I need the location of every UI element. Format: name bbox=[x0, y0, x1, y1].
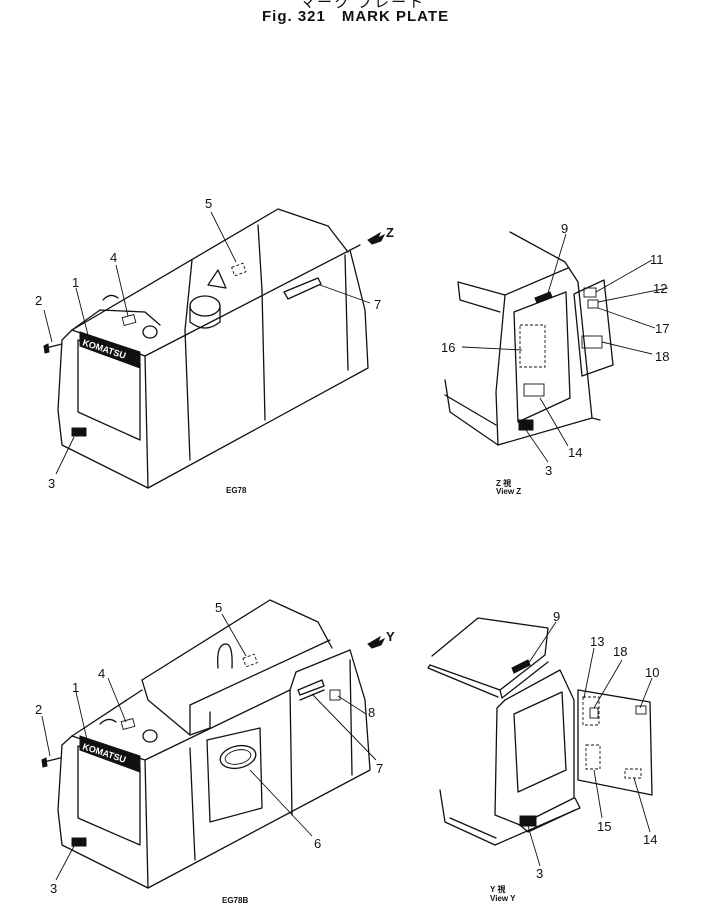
view-1-machine: KOMATSU bbox=[43, 208, 386, 489]
callout-2: 2 bbox=[35, 293, 42, 308]
callout-4c: 4 bbox=[98, 666, 105, 681]
figure-title: Fig. 321 MARK PLATE bbox=[262, 8, 465, 25]
view-4-machine bbox=[427, 617, 653, 867]
callout-18: 18 bbox=[655, 349, 669, 364]
direction-z: Z bbox=[386, 225, 394, 240]
callout-9: 9 bbox=[561, 221, 568, 236]
callout-4: 4 bbox=[110, 250, 117, 265]
callout-3b: 3 bbox=[545, 463, 552, 478]
figure-name: MARK PLATE bbox=[341, 8, 450, 25]
callout-18d: 18 bbox=[613, 644, 627, 659]
view-2-machine bbox=[444, 231, 669, 463]
callout-7: 7 bbox=[374, 297, 381, 312]
callout-15: 15 bbox=[597, 819, 611, 834]
callout-3c: 3 bbox=[50, 881, 57, 896]
callout-6: 6 bbox=[314, 836, 321, 851]
view-1-code: EG78 bbox=[226, 486, 247, 495]
callout-7c: 7 bbox=[376, 761, 383, 776]
callout-14d: 14 bbox=[643, 832, 657, 847]
figure-number: Fig. 321 bbox=[262, 8, 326, 25]
callout-17: 17 bbox=[655, 321, 669, 336]
callout-12: 12 bbox=[653, 281, 667, 296]
view-3-code: EG78B bbox=[222, 896, 248, 905]
view-z-label: Z 視 bbox=[496, 478, 511, 488]
callout-3: 3 bbox=[48, 476, 55, 491]
callout-8: 8 bbox=[368, 705, 375, 720]
callout-16: 16 bbox=[441, 340, 455, 355]
callout-14: 14 bbox=[568, 445, 582, 460]
callout-2c: 2 bbox=[35, 702, 42, 717]
callout-5: 5 bbox=[205, 196, 212, 211]
callout-5c: 5 bbox=[215, 600, 222, 615]
view-y-label: Y 視 bbox=[490, 884, 505, 894]
callout-13: 13 bbox=[590, 634, 604, 649]
view-3-machine: KOMATSU bbox=[41, 599, 386, 889]
callout-11: 11 bbox=[650, 252, 664, 267]
callout-1c: 1 bbox=[72, 680, 79, 695]
direction-y: Y bbox=[386, 629, 395, 644]
callout-3d: 3 bbox=[536, 866, 543, 881]
view-y-caption: View Y bbox=[490, 894, 516, 903]
callout-10: 10 bbox=[645, 665, 659, 680]
callout-9d: 9 bbox=[553, 609, 560, 624]
callout-1: 1 bbox=[72, 275, 79, 290]
view-z-caption: View Z bbox=[496, 487, 521, 496]
title-japanese: マーク プレート bbox=[300, 0, 426, 11]
